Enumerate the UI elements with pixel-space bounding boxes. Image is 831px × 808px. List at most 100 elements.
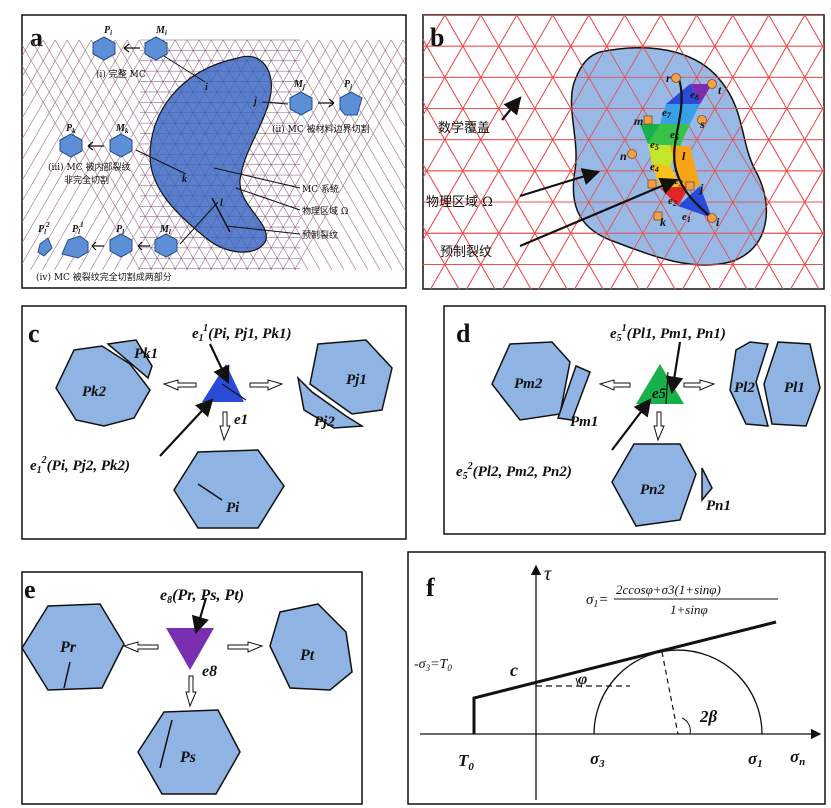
- label-pn1-d: Pn1: [706, 498, 731, 514]
- element-e5: [640, 124, 660, 144]
- mesh-line: [378, 39, 406, 87]
- mesh-line: [174, 39, 308, 271]
- mesh-line: [222, 39, 357, 271]
- arrow-math-cover: [501, 96, 522, 121]
- label-neg-sigma3: -σ3=T0: [414, 657, 452, 673]
- mesh-line: [754, 167, 824, 289]
- mesh-line: [198, 39, 332, 271]
- arrow-mj-to-pj: [318, 98, 335, 108]
- hex-ps-e: [137, 709, 241, 795]
- hex-mi-a: [144, 36, 168, 61]
- node-r: r: [666, 71, 671, 85]
- arrow-precrack: [519, 177, 679, 248]
- mesh-line: [366, 39, 406, 108]
- hollow-arrow-down-e: [185, 675, 197, 708]
- mesh-node: [653, 211, 663, 221]
- mesh-line: [186, 39, 321, 271]
- mesh-line: [318, 39, 406, 191]
- mesh-line: [198, 39, 333, 271]
- label-phys-region-a: 物理区域 Ω: [302, 205, 348, 217]
- mesh-line: [22, 39, 56, 99]
- mesh-line: [660, 15, 820, 289]
- mesh-line: [246, 39, 381, 271]
- caption-i: (i) 完整 MC: [96, 68, 146, 80]
- label-pm1-d: Pm1: [570, 414, 598, 430]
- mesh-node: [697, 115, 707, 125]
- hollow-arrow-left-e: [122, 641, 159, 653]
- node-n: n: [620, 149, 627, 163]
- mesh-line: [732, 15, 824, 174]
- label-e8-top: e8(Pr, Ps, Pt): [160, 587, 244, 606]
- mesh-line: [126, 39, 260, 271]
- caption-iv: (iv) MC 被裂纹完全切割成两部分: [36, 271, 172, 283]
- mesh-line: [282, 39, 406, 254]
- arrow-mk-to-pk: [87, 141, 104, 151]
- mesh-line: [42, 39, 176, 271]
- mesh-line: [294, 76, 406, 271]
- panel-d-letter: d: [456, 319, 471, 348]
- hollow-arrow-left-c: [162, 379, 197, 391]
- mesh-line: [234, 39, 368, 271]
- mesh-line: [114, 39, 248, 271]
- label-pn2-d: Pn2: [640, 482, 666, 498]
- node-k: k: [660, 215, 666, 229]
- mesh-node: [707, 213, 717, 223]
- hex-pl1-a: [61, 235, 89, 259]
- label-pl1: Pl1: [72, 221, 84, 236]
- mesh-line: [22, 44, 153, 271]
- mesh-line: [162, 39, 296, 271]
- mesh-line: [186, 39, 320, 271]
- mohr-circle: [593, 649, 763, 735]
- mesh-line: [150, 39, 284, 271]
- label-e5: e5: [650, 139, 659, 152]
- hex-pl1-d: [763, 341, 821, 427]
- panel-f: f τ σn σ1= 2ccosφ+σ3(1+sinφ) 1+sinφ -σ3=…: [407, 551, 826, 805]
- label-pk: Pk: [66, 123, 76, 135]
- label-pj2-c: Pj2: [314, 414, 335, 430]
- label-e5-d: e5: [652, 386, 667, 402]
- point-j: j: [252, 96, 257, 107]
- mesh-line: [270, 39, 404, 271]
- hex-pr-e: [21, 603, 125, 691]
- mesh-line: [696, 15, 824, 237]
- label-e5-bottom: e52(Pl2, Pm2, Pn2): [456, 461, 572, 482]
- hex-pk2-c: [55, 345, 151, 427]
- formula-num: 2ccosφ+σ3(1+sinφ): [616, 582, 721, 597]
- mesh-line: [444, 15, 604, 289]
- node-j: j: [698, 181, 704, 195]
- label-two-beta: 2β: [699, 707, 718, 726]
- label-mj: Mj: [293, 79, 305, 91]
- label-e1-top: e11(Pi, Pj1, Pk1): [192, 323, 291, 344]
- mesh-node: [707, 79, 717, 89]
- element-labels-b: e1 e2 e3 e4 e5 e6 e7 e8: [650, 89, 699, 224]
- mesh-line: [22, 39, 152, 265]
- hollow-arrow-down-d: [653, 411, 665, 442]
- mesh-line: [516, 15, 676, 289]
- label-ml: Ml: [159, 224, 171, 236]
- arrow-mi-to-pi: [123, 43, 140, 53]
- mesh-line: [138, 39, 272, 271]
- node-s: s: [699, 117, 705, 131]
- hex-pj-a: [339, 91, 363, 116]
- label-mc-system: MC 系统: [302, 183, 339, 195]
- mesh-line: [0, 40, 7, 270]
- hex-pi-c: [173, 449, 285, 529]
- mesh-line: [423, 38, 568, 289]
- hex-ml-a: [154, 233, 178, 258]
- mesh-line: [294, 39, 406, 233]
- mesh-line: [174, 39, 309, 271]
- hex-pl2-a: [37, 237, 53, 257]
- label-pj: Pj: [344, 79, 352, 91]
- mesh-line: [210, 39, 345, 271]
- mesh-line: [90, 39, 224, 271]
- formula-den: 1+sinφ: [670, 602, 708, 617]
- mesh-line: [30, 39, 165, 271]
- hex-pk-a: [59, 133, 83, 158]
- label-pl: Pl: [116, 224, 124, 236]
- label-pk2-c: Pk2: [82, 384, 107, 400]
- element-e5b: [648, 124, 690, 146]
- hollow-arrow-down-c: [219, 411, 231, 442]
- label-mi: Mi: [155, 25, 167, 37]
- panel-f-letter: f: [426, 573, 435, 602]
- mesh-line: [646, 15, 806, 289]
